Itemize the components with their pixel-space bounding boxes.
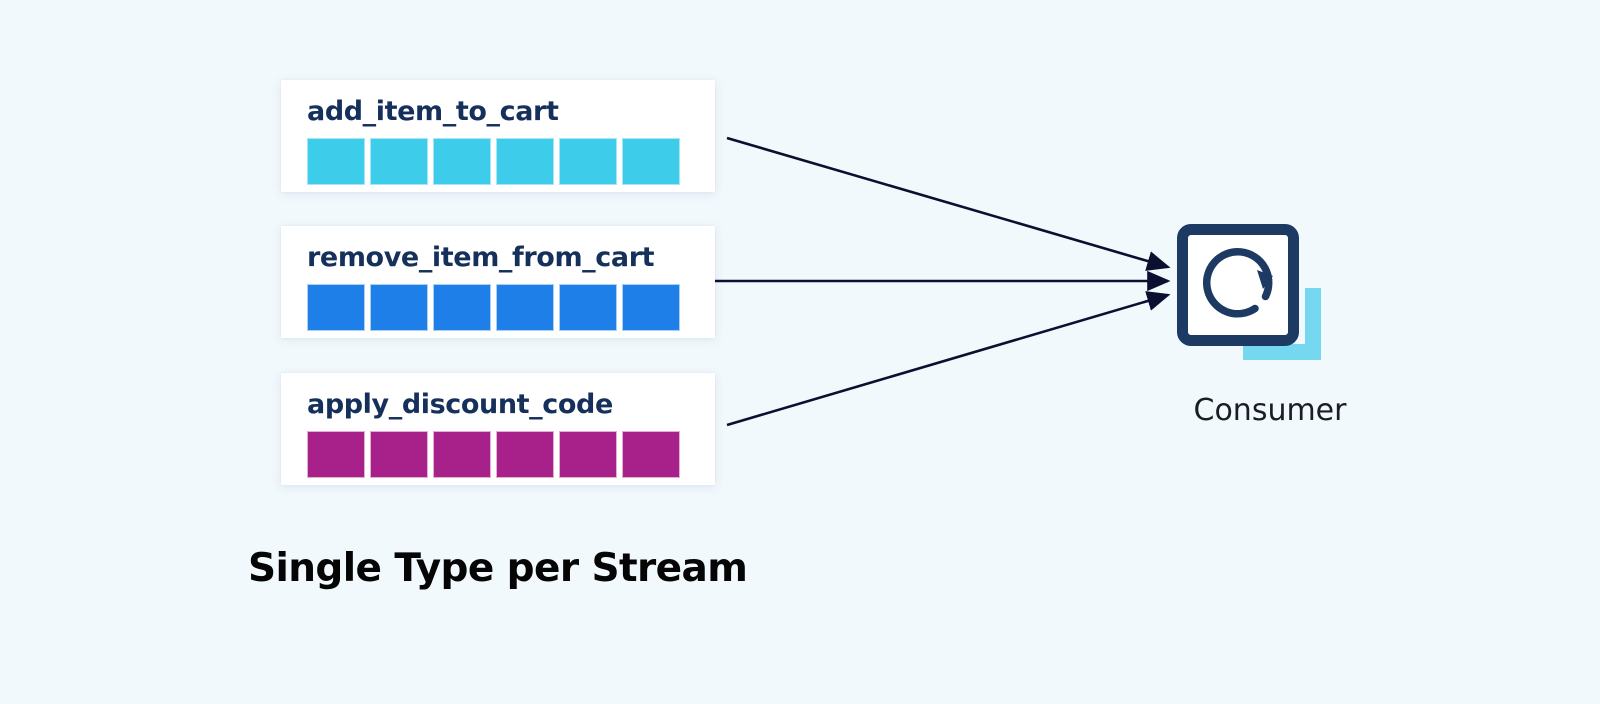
stream-segment [559, 284, 617, 331]
stream-segment [559, 431, 617, 478]
stream-segment [307, 431, 365, 478]
stream-segments [307, 284, 680, 331]
stream-card-remove-item-from-cart[interactable]: remove_item_from_cart [281, 226, 715, 338]
stream-segment [496, 138, 554, 185]
stream-title: add_item_to_cart [307, 96, 559, 127]
stream-segment [496, 431, 554, 478]
stream-segment [433, 431, 491, 478]
stream-segment [622, 138, 680, 185]
stream-card-add-item-to-cart[interactable]: add_item_to_cart [281, 80, 715, 192]
stream-segment [370, 431, 428, 478]
stream-title: remove_item_from_cart [307, 242, 655, 273]
page-title: Single Type per Stream [248, 546, 748, 591]
stream-segment [433, 284, 491, 331]
stream-segment [433, 138, 491, 185]
stream-card-apply-discount-code[interactable]: apply_discount_code [281, 373, 715, 485]
stream-to-consumer-arrow [726, 291, 1171, 427]
stream-segments [307, 431, 680, 478]
refresh-loop-icon [1203, 248, 1273, 318]
consumer-box [1177, 224, 1299, 346]
stream-segment [370, 138, 428, 185]
consumer-group[interactable]: Consumer [1155, 218, 1385, 438]
stream-segment [622, 284, 680, 331]
stream-segment [622, 431, 680, 478]
stream-title: apply_discount_code [307, 389, 613, 420]
stream-segments [307, 138, 680, 185]
stream-segment [559, 138, 617, 185]
stream-segment [370, 284, 428, 331]
consumer-label: Consumer [1193, 393, 1347, 428]
stream-to-consumer-arrow [726, 136, 1171, 271]
stream-segment [307, 284, 365, 331]
stream-segment [496, 284, 554, 331]
stream-segment [307, 138, 365, 185]
